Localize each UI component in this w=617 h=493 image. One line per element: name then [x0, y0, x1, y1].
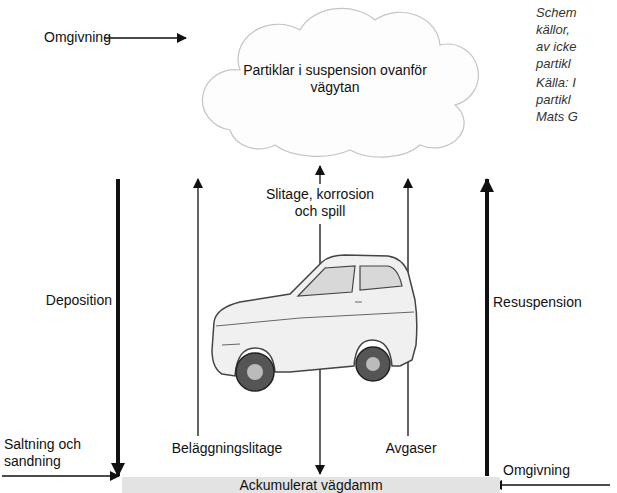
- flow-label: Beläggningslitage: [172, 440, 283, 457]
- car-wheel: [236, 353, 274, 391]
- inflow-arrow: [493, 484, 610, 485]
- process-label: Slitage, korrosion och spill: [255, 186, 385, 220]
- car-hub: [247, 364, 263, 380]
- flow-label: Avgaser: [385, 440, 436, 457]
- band-text: Ackumulerat vägdamm: [122, 477, 500, 493]
- caption-fragment: Mats G: [536, 108, 578, 125]
- source-label: Omgivning: [44, 29, 111, 46]
- caption-fragment: källor,: [536, 21, 570, 38]
- emission-arrow: [319, 166, 320, 184]
- inflow-arrow: [104, 37, 186, 38]
- cloud-shape: [202, 8, 478, 157]
- caption-fragment: partikl: [536, 91, 571, 108]
- car-window: [360, 266, 402, 290]
- caption-fragment: Källa: I: [536, 74, 576, 91]
- flow-label: Deposition: [46, 292, 112, 309]
- flow-arrow: [197, 179, 198, 436]
- source-label: Saltning och sandning: [4, 436, 86, 470]
- caption-fragment: partikl: [536, 55, 571, 72]
- flow-arrow-thick: [485, 179, 489, 476]
- source-label: Omgivning: [503, 462, 570, 479]
- road-dust-band: Ackumulerat vägdamm: [122, 477, 500, 493]
- inflow-arrow: [2, 475, 119, 476]
- cloud-text: Partiklar i suspension ovanför vägytan: [240, 62, 430, 96]
- car-window: [298, 266, 355, 296]
- caption-fragment: Schem: [536, 4, 576, 21]
- car-hub: [366, 357, 380, 371]
- car-wheel: [356, 347, 390, 381]
- caption-fragment: av icke: [536, 38, 576, 55]
- car-trim: [216, 302, 414, 345]
- flow-label: Resuspension: [493, 294, 582, 311]
- particle-cloud: Partiklar i suspension ovanför vägytan: [190, 0, 480, 175]
- flow-arrow-thick: [116, 179, 120, 476]
